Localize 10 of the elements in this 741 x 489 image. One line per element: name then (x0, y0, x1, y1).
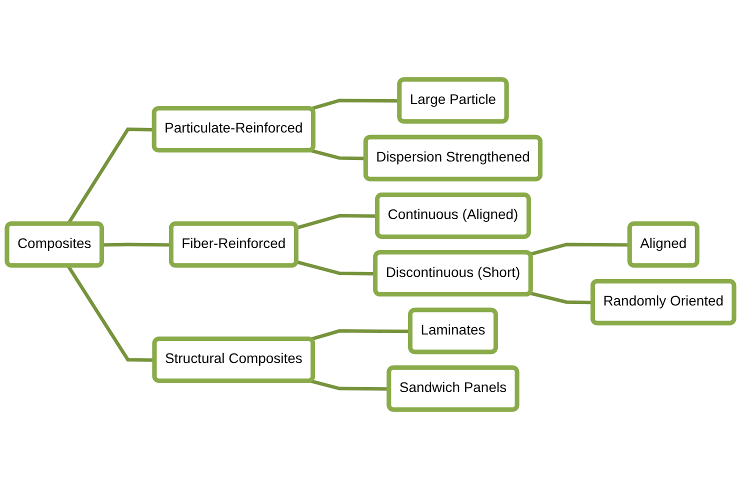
connector (66, 264, 155, 362)
connector (530, 242, 630, 256)
connector (296, 214, 378, 230)
connector (296, 260, 376, 276)
connector (310, 329, 411, 342)
connector (102, 242, 172, 247)
connector (310, 98, 400, 111)
connector (310, 379, 390, 391)
connector (310, 148, 366, 160)
connector (530, 291, 594, 304)
